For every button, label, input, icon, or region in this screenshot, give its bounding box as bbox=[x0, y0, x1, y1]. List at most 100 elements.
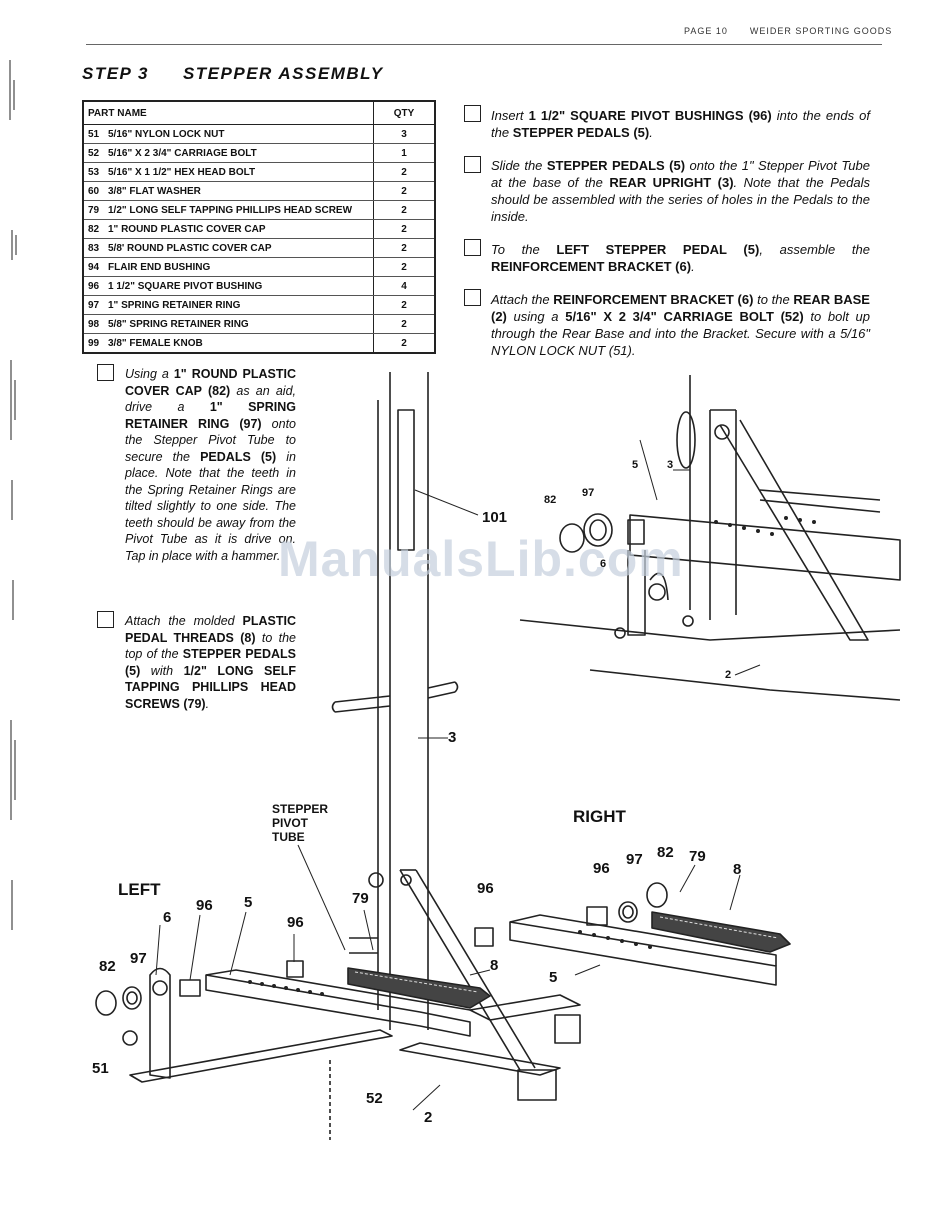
instruction-step: To the LEFT STEPPER PEDAL (5), assemble … bbox=[491, 242, 870, 274]
diagonal-tube bbox=[399, 869, 536, 1071]
label-82: 82 bbox=[544, 494, 557, 506]
label-79: 79 bbox=[352, 890, 369, 907]
part-name: 1" ROUND PLASTIC COVER CAP bbox=[104, 219, 374, 239]
label-8: 8 bbox=[490, 957, 499, 974]
instruction-step: Attach the molded PLASTIC PEDAL THREADS … bbox=[125, 614, 296, 711]
left-pedal-5 bbox=[179, 960, 471, 1037]
instruction-checkbox[interactable] bbox=[97, 611, 114, 628]
label-51: 51 bbox=[92, 1060, 109, 1077]
label-5: 5 bbox=[632, 459, 639, 471]
part-number: 83 bbox=[83, 238, 104, 258]
reinforcement-bracket-6 bbox=[122, 967, 171, 1079]
part-number: 94 bbox=[83, 257, 104, 277]
instruction-checkbox[interactable] bbox=[97, 364, 114, 381]
step-title: STEP 3 STEPPER ASSEMBLY bbox=[82, 64, 418, 84]
instruction-step: Using a 1" ROUND PLASTIC COVER CAP (82) … bbox=[125, 367, 296, 563]
part-name: 1" SPRING RETAINER RING bbox=[104, 295, 374, 315]
label-97: 97 bbox=[582, 487, 595, 499]
label-52: 52 bbox=[366, 1090, 383, 1107]
part-name: 5/8' ROUND PLASTIC COVER CAP bbox=[104, 238, 374, 258]
label-5: 5 bbox=[549, 969, 558, 986]
part-qty: 2 bbox=[373, 200, 435, 220]
col-part-name: PART NAME bbox=[83, 101, 374, 125]
rear-upright-3 bbox=[331, 372, 459, 1030]
part-number: 82 bbox=[83, 219, 104, 239]
company-name: WEIDER SPORTING GOODS bbox=[749, 26, 893, 36]
part-name: 5/16" X 2 3/4" CARRIAGE BOLT bbox=[104, 143, 374, 163]
step-name: STEPPER ASSEMBLY bbox=[182, 64, 384, 83]
col-qty: QTY bbox=[373, 101, 435, 125]
part-qty: 4 bbox=[373, 276, 435, 296]
part-number: 52 bbox=[83, 143, 104, 163]
part-number: 98 bbox=[83, 314, 104, 334]
part-name: 1 1/2" SQUARE PIVOT BUSHING bbox=[104, 276, 374, 296]
part-qty: 2 bbox=[373, 219, 435, 239]
label-97: 97 bbox=[626, 851, 643, 868]
instruction-checkbox[interactable] bbox=[464, 289, 481, 306]
instruction-step: Attach the REINFORCEMENT BRACKET (6) to … bbox=[491, 292, 870, 358]
scan-edge-artifact bbox=[9, 60, 17, 930]
step-number: STEP 3 bbox=[82, 64, 149, 83]
part-qty: 3 bbox=[373, 124, 435, 144]
part-qty: 2 bbox=[373, 162, 435, 182]
label-6: 6 bbox=[600, 558, 607, 570]
part-number: 79 bbox=[83, 200, 104, 220]
label-3: 3 bbox=[448, 729, 457, 746]
left-tread-8 bbox=[347, 967, 491, 1009]
label-3: 3 bbox=[667, 459, 674, 471]
part-name: 3/8" FEMALE KNOB bbox=[104, 333, 374, 354]
label-96: 96 bbox=[593, 860, 610, 877]
label-97: 97 bbox=[130, 950, 147, 967]
right-label: RIGHT bbox=[573, 807, 626, 826]
label-96: 96 bbox=[287, 914, 304, 931]
part-name: 1/2" LONG SELF TAPPING PHILLIPS HEAD SCR… bbox=[104, 200, 374, 220]
part-number: 96 bbox=[83, 276, 104, 296]
part-name: 3/8" FLAT WASHER bbox=[104, 181, 374, 201]
label-2: 2 bbox=[424, 1109, 433, 1126]
part-number: 53 bbox=[83, 162, 104, 182]
rear-base-2 bbox=[129, 994, 581, 1140]
part-name: 5/16" X 1 1/2" HEX HEAD BOLT bbox=[104, 162, 374, 182]
left-label: LEFT bbox=[118, 880, 161, 899]
label-82: 82 bbox=[99, 958, 116, 975]
part-qty: 2 bbox=[373, 238, 435, 258]
label-101: 101 bbox=[482, 509, 508, 526]
part-qty: 1 bbox=[373, 143, 435, 163]
page-header: PAGE 10 WEIDER SPORTING GOODS bbox=[684, 26, 914, 36]
part-name: FLAIR END BUSHING bbox=[104, 257, 374, 277]
instruction-checkbox[interactable] bbox=[464, 239, 481, 256]
instruction-checkbox[interactable] bbox=[464, 105, 481, 122]
label-8: 8 bbox=[733, 861, 742, 878]
watermark: ManualsLib.com bbox=[278, 531, 684, 587]
part-number: 97 bbox=[83, 295, 104, 315]
label-5: 5 bbox=[244, 894, 253, 911]
parts-table-header: PART NAME QTY bbox=[83, 101, 435, 125]
part-qty: 2 bbox=[373, 181, 435, 201]
label-96: 96 bbox=[196, 897, 213, 914]
label-6: 6 bbox=[163, 909, 172, 926]
detail-view bbox=[519, 375, 901, 701]
page-number: PAGE 10 bbox=[684, 26, 728, 36]
part-name: 5/16" NYLON LOCK NUT bbox=[104, 124, 374, 144]
label-79: 79 bbox=[689, 848, 706, 865]
right-pedal-5 bbox=[474, 906, 777, 986]
instruction-checkbox[interactable] bbox=[464, 156, 481, 173]
part-qty: 2 bbox=[373, 295, 435, 315]
part-number: 60 bbox=[83, 181, 104, 201]
part-qty: 2 bbox=[373, 314, 435, 334]
part-qty: 2 bbox=[373, 333, 435, 354]
stepper-pivot-tube-label: STEPPER PIVOT TUBE bbox=[272, 802, 329, 844]
